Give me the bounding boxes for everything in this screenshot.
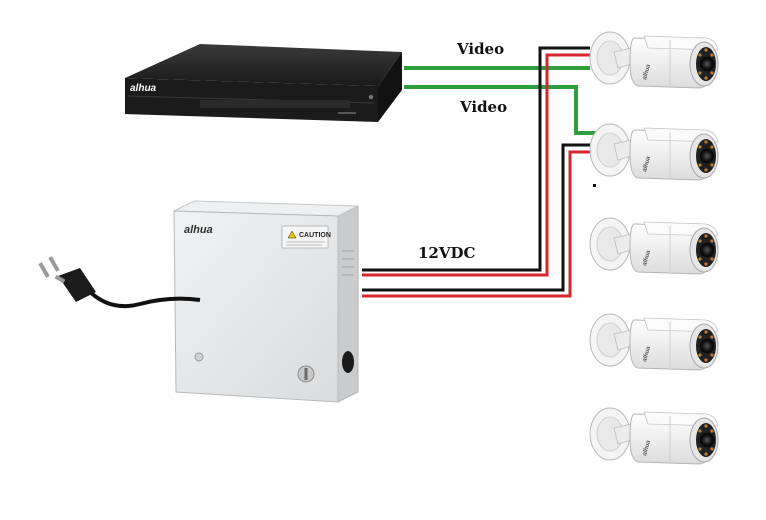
caution-text: CAUTION: [299, 232, 331, 239]
stray-dot: [593, 184, 596, 187]
caution-label: CAUTION: [282, 226, 331, 248]
camera-3: alhua: [590, 218, 718, 274]
camera-2: alhua: [590, 124, 718, 180]
psu-brand-logo: alhua: [184, 224, 213, 236]
video-recorder: alhua: [125, 44, 402, 122]
power-label: 12VDC: [418, 244, 476, 262]
power-negative-cable-2: [362, 145, 598, 290]
video-label-top: Video: [456, 40, 504, 58]
cable-gland-icon: [342, 351, 354, 373]
camera-1: alhua: [590, 32, 718, 88]
power-supply-box: CAUTION alhua: [174, 201, 358, 402]
video-label-bottom: Video: [459, 98, 507, 116]
key-lock-icon: [298, 366, 314, 382]
camera-4: alhua: [590, 314, 718, 370]
camera-5: alhua: [590, 408, 718, 464]
psu-indicator-icon: [195, 353, 203, 361]
recorder-brand-logo: alhua: [130, 83, 157, 94]
